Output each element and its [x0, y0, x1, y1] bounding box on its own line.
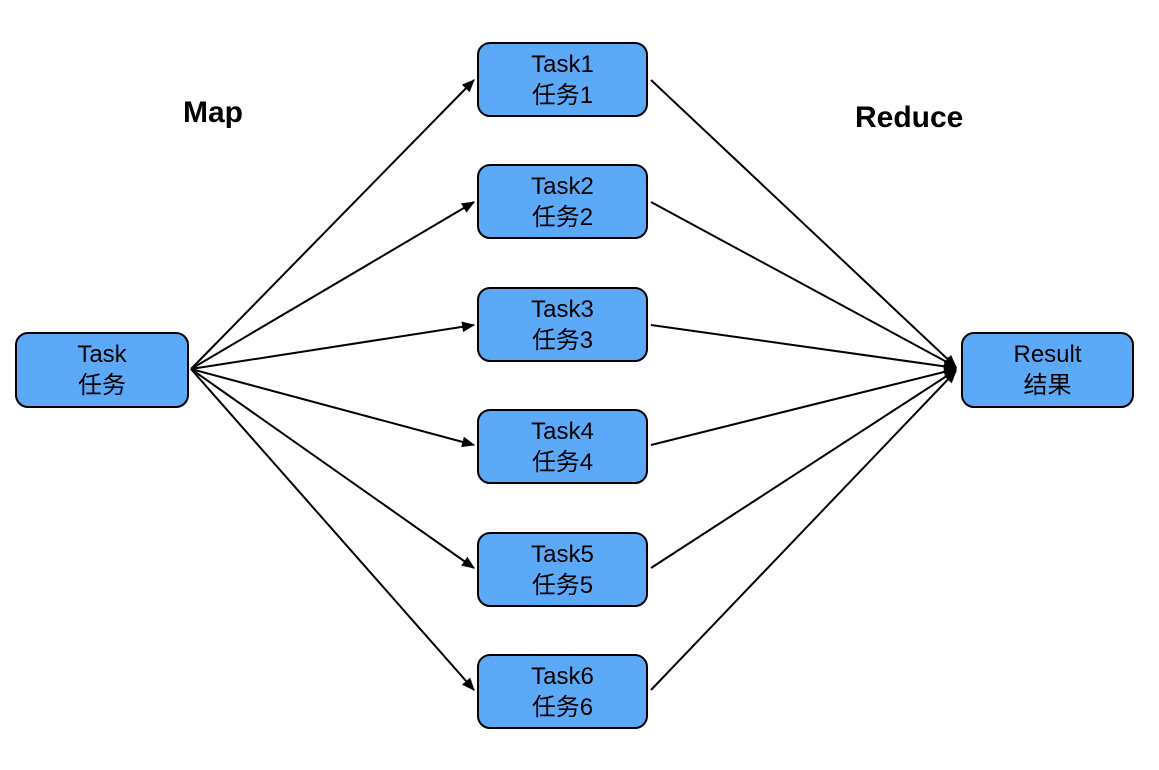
node-task2-label-en: Task2 [531, 172, 594, 200]
node-task5-label-zh: 任务5 [531, 571, 594, 599]
edge-task4-to-result [650, 366, 958, 446]
label-reduce: Reduce [855, 101, 964, 134]
edge-source-to-task6 [190, 368, 475, 691]
edge-task1-to-result [650, 79, 957, 368]
label-map: Map [183, 96, 243, 129]
node-task-source: Task 任务 [15, 332, 189, 408]
node-task4-label-en: Task4 [531, 417, 594, 445]
edge-source-to-task3 [190, 321, 476, 370]
node-task4-label-zh: 任务4 [531, 448, 594, 476]
node-task-source-label-en: Task [77, 341, 127, 368]
node-task4: Task4 任务4 [477, 409, 648, 484]
node-task3: Task3 任务3 [477, 287, 648, 362]
node-task6-label-zh: 任务6 [531, 693, 594, 721]
edge-task5-to-result [650, 369, 957, 569]
edge-task6-to-result [650, 370, 957, 691]
edge-source-to-task2 [190, 201, 475, 370]
node-task3-label-en: Task3 [531, 295, 594, 323]
edge-source-to-task1 [190, 79, 475, 370]
edge-source-to-task4 [190, 368, 476, 448]
node-result-label-en: Result [1013, 341, 1082, 368]
node-task1-label-en: Task1 [531, 50, 594, 78]
node-task6-label-en: Task6 [531, 662, 594, 690]
node-task2-label-zh: 任务2 [531, 203, 594, 231]
node-task5: Task5 任务5 [477, 532, 648, 607]
node-task6: Task6 任务6 [477, 654, 648, 729]
node-result: Result 结果 [961, 332, 1134, 408]
node-result-label-zh: 结果 [1023, 372, 1072, 399]
node-task3-label-zh: 任务3 [531, 326, 594, 354]
edge-task2-to-result [650, 201, 957, 368]
node-task2: Task2 任务2 [477, 164, 648, 239]
node-task1-label-zh: 任务1 [531, 81, 594, 109]
edge-source-to-task5 [190, 368, 475, 569]
edge-task3-to-result [650, 324, 958, 372]
node-task5-label-en: Task5 [531, 540, 594, 568]
node-task1: Task1 任务1 [477, 42, 648, 117]
node-task-source-label-zh: 任务 [78, 372, 126, 399]
